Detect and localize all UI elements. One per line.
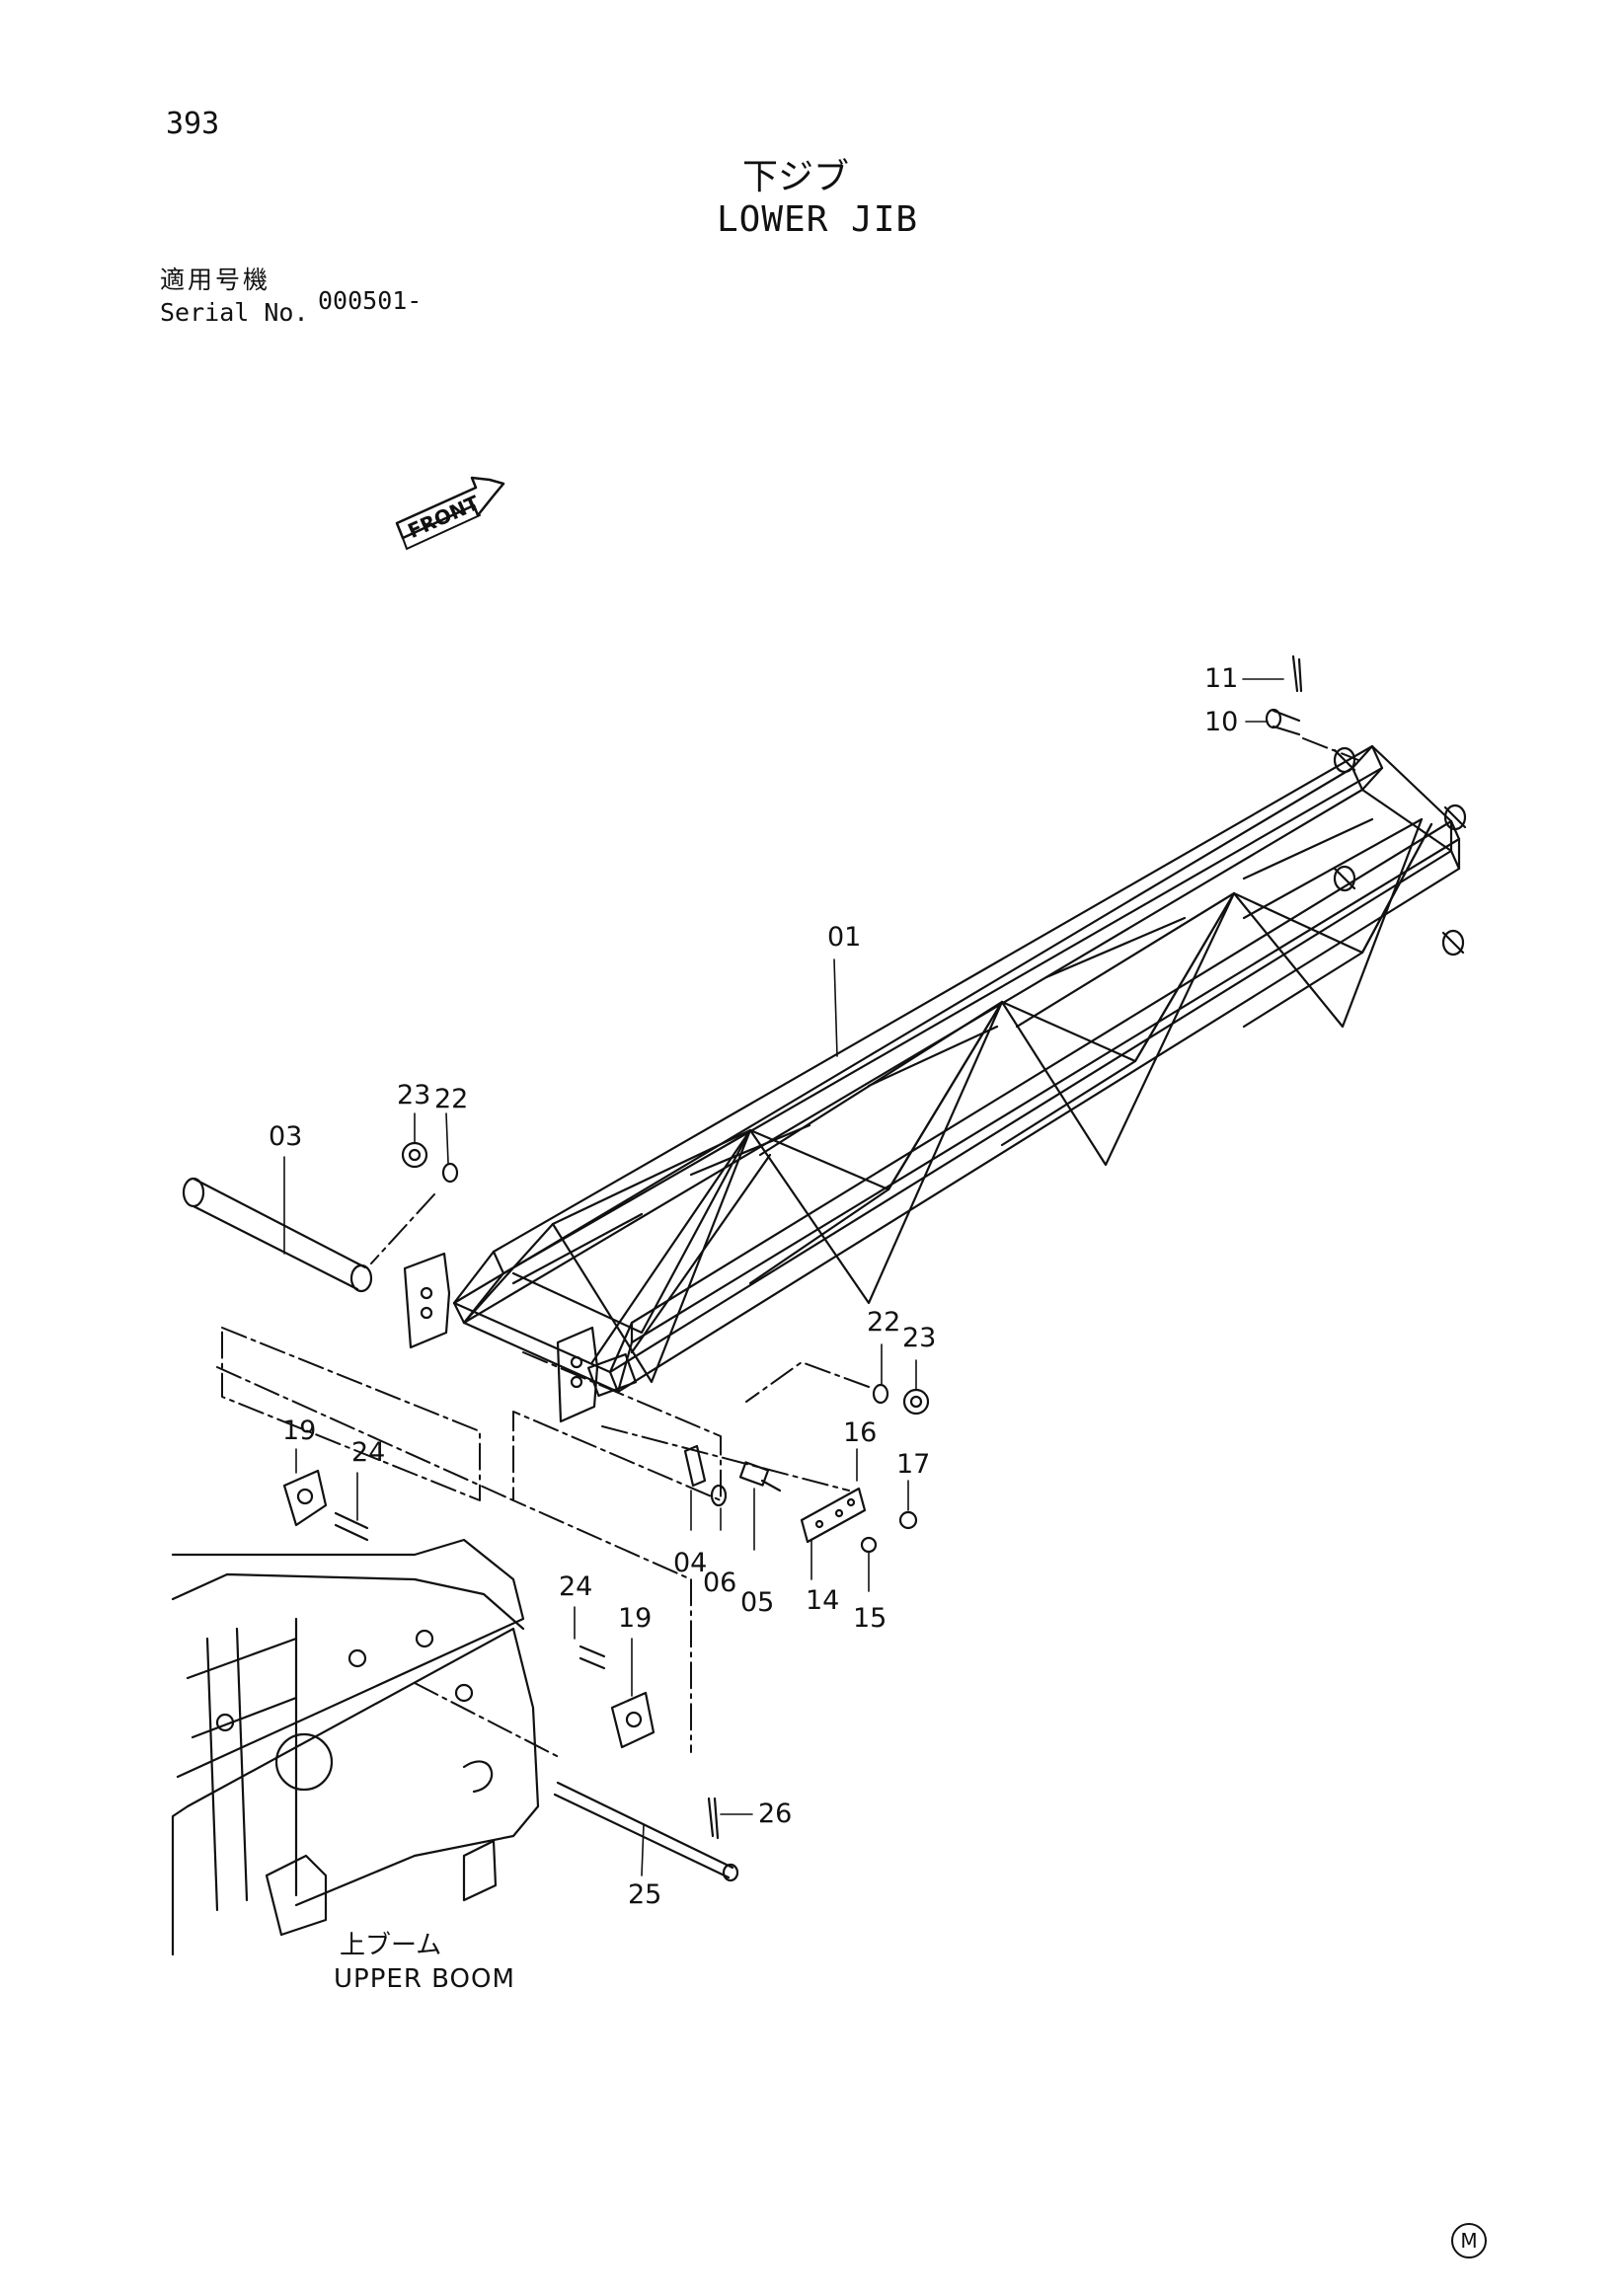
upper-boom-label-japanese: 上ブーム <box>340 1931 442 1960</box>
callout-23-right: 23 <box>902 1323 936 1353</box>
upper-boom-outline <box>171 1538 540 1956</box>
callout-25: 25 <box>628 1879 661 1910</box>
serial-label-japanese: 適用号機 <box>160 266 271 294</box>
callout-26: 26 <box>758 1799 792 1829</box>
front-arrow-icon: FRONT <box>395 476 505 550</box>
callout-19-left: 19 <box>282 1416 316 1446</box>
pin-03 <box>182 1177 373 1293</box>
title-english: LOWER JIB <box>717 199 919 240</box>
corner-mark: M <box>1451 2223 1487 2258</box>
callout-19-right: 19 <box>618 1603 652 1634</box>
callout-04: 04 <box>673 1548 707 1578</box>
title-japanese: 下ジブ <box>742 157 850 197</box>
serial-label-english: Serial No. <box>160 298 309 327</box>
callout-22-left: 22 <box>434 1084 468 1114</box>
callout-03: 03 <box>269 1121 302 1152</box>
callout-01: 01 <box>827 922 861 953</box>
callout-22-right: 22 <box>867 1307 900 1338</box>
pin-10 <box>1265 708 1301 736</box>
callout-16: 16 <box>843 1417 877 1448</box>
callout-05: 05 <box>740 1587 774 1618</box>
callout-14: 14 <box>806 1585 839 1616</box>
upper-boom-label-english: UPPER BOOM <box>334 1964 515 1994</box>
callout-23-left: 23 <box>397 1080 430 1110</box>
callout-24-right: 24 <box>559 1571 592 1602</box>
lower-jib-lattice <box>403 744 1467 1423</box>
cotter-pin-11 <box>1291 654 1303 693</box>
callout-11: 11 <box>1204 663 1238 694</box>
callout-17: 17 <box>896 1449 930 1480</box>
callout-15: 15 <box>853 1603 887 1634</box>
callout-24-left: 24 <box>351 1437 385 1468</box>
callout-06: 06 <box>703 1568 736 1598</box>
front-label: FRONT <box>404 491 483 543</box>
serial-number-value: 000501- <box>318 286 423 315</box>
page-number: 393 <box>166 107 220 141</box>
callout-10: 10 <box>1204 707 1238 737</box>
